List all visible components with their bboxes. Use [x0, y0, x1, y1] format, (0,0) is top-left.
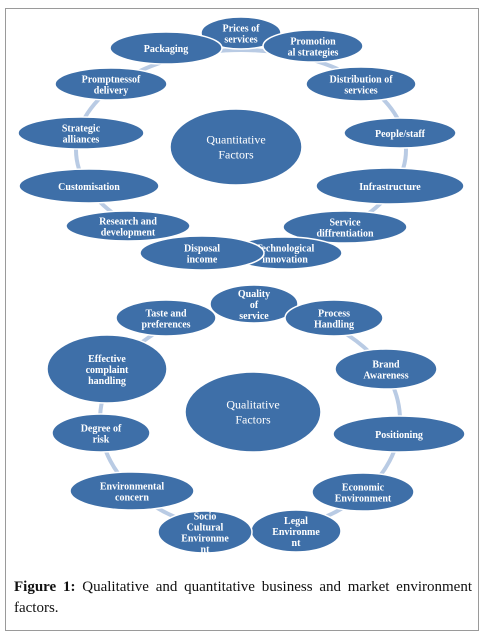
node-environmental-concern: [69, 471, 195, 511]
figure-border: [5, 8, 479, 631]
caption-label: Figure 1:: [14, 579, 76, 595]
node-label-positioning: Positioning: [375, 430, 423, 441]
node-research-and-development: [65, 210, 191, 242]
node-service-differentiation: [282, 210, 408, 244]
node-brand-awareness: [334, 348, 438, 390]
caption-text: Qualitative and quantitative business an…: [14, 579, 472, 616]
node-people-staff: [343, 117, 457, 149]
qualitative-center: [184, 371, 322, 453]
figure-caption: Figure 1: Qualitative and quantitative b…: [14, 577, 472, 619]
node-taste-and-preferences: [115, 299, 217, 337]
node-promotional-strategies: [262, 29, 364, 63]
node-disposal-income: [139, 235, 265, 271]
node-degree-of-risk: [51, 413, 151, 453]
node-quality-of-service: [209, 284, 299, 324]
node-distribution-of-services: [305, 66, 417, 102]
node-economic-environment: [311, 472, 415, 512]
node-infrastructure: [315, 167, 465, 205]
node-promptness-of-delivery: [54, 67, 168, 101]
node-process-handling: [284, 299, 384, 337]
quantitative-center: [169, 108, 303, 186]
node-label-customisation: Customisation: [58, 182, 120, 193]
node-label-infrastructure: Infrastructure: [359, 182, 421, 193]
node-effective-complaint-handling: [46, 334, 168, 404]
node-label-people-staff: People/staff: [375, 129, 426, 140]
node-customisation: [18, 168, 160, 204]
node-label-packaging: Packaging: [144, 44, 188, 55]
node-socio-cultural-environment: [157, 510, 253, 554]
node-packaging: [109, 31, 223, 65]
node-positioning: [332, 415, 466, 453]
node-strategic-alliances: [17, 116, 145, 150]
